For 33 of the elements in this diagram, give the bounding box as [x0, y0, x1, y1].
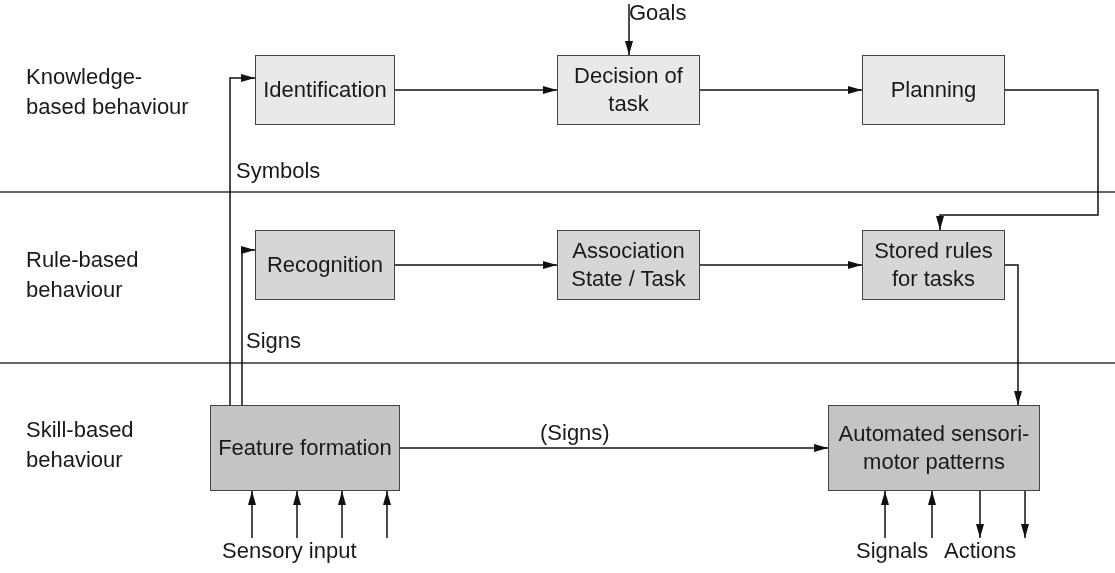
arrow [241, 246, 256, 406]
process-box: Identification [255, 55, 395, 125]
arrow [1004, 264, 1022, 406]
arrow [936, 89, 1099, 231]
row-label: Knowledge-based behaviour [26, 63, 190, 121]
signal-label: Sensory input [222, 538, 357, 564]
process-box: Association State / Task [557, 230, 700, 300]
arrow [881, 490, 889, 539]
arrow [229, 74, 256, 406]
signal-label: Signals [856, 538, 929, 564]
arrow [383, 490, 391, 539]
process-box: Stored rules for tasks [862, 230, 1005, 300]
process-box: Automated sensori-motor patterns [828, 405, 1040, 491]
arrow [625, 3, 633, 56]
process-box: Recognition [255, 230, 395, 300]
arrow [338, 490, 346, 539]
arrow [394, 261, 558, 269]
signal-label: Goals [629, 0, 687, 26]
arrow [293, 490, 301, 539]
arrow [976, 490, 984, 539]
arrow [699, 261, 863, 269]
arrow [394, 86, 558, 94]
signal-label: Actions [944, 538, 1017, 564]
process-box: Planning [862, 55, 1005, 125]
arrow [1021, 490, 1029, 539]
arrow [928, 490, 936, 539]
process-box: Feature formation [210, 405, 400, 491]
row-label: Skill-based behaviour [26, 416, 135, 474]
process-box: Decision of task [557, 55, 700, 125]
arrow [248, 490, 256, 539]
row-label: Rule-based behaviour [26, 246, 140, 304]
arrow [699, 86, 863, 94]
arrow [399, 444, 829, 452]
